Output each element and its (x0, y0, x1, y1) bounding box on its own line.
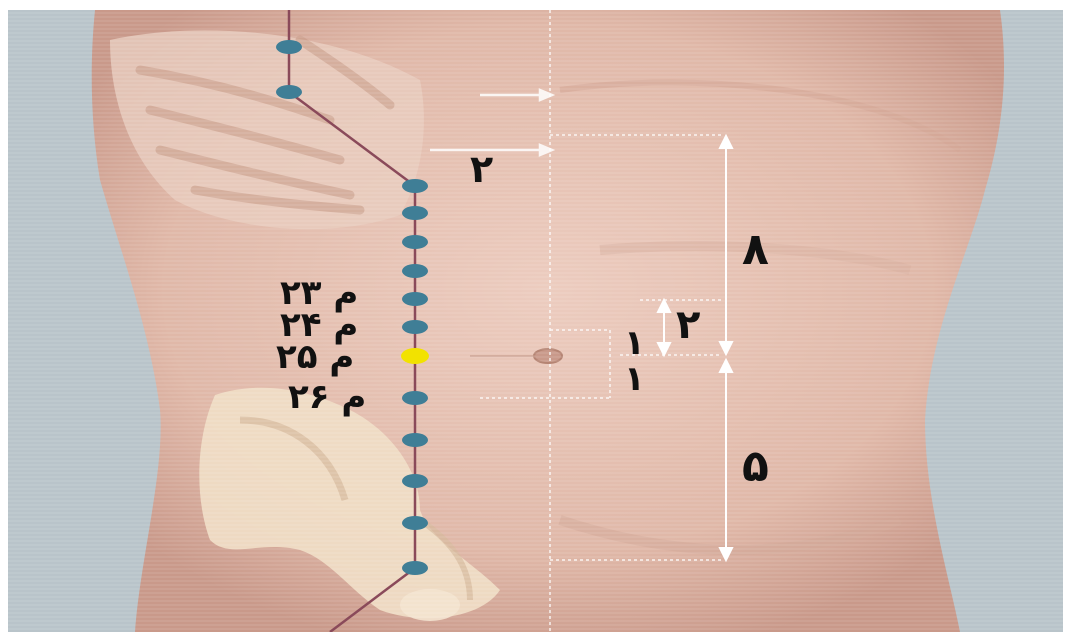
label-cun-5: ۵ (742, 445, 769, 489)
acupoint-marker-icon (402, 320, 428, 334)
label-cun-2-right: ۲ (676, 305, 700, 345)
acupoint-marker-icon (402, 292, 428, 306)
label-cun-1-upper: ۱ (624, 326, 645, 360)
acupoint-marker-icon (402, 264, 428, 278)
acupoint-marker-icon (402, 516, 428, 530)
acupoint-marker-icon (402, 179, 428, 193)
acupoint-marker-icon (402, 206, 428, 220)
label-cun-2-upper: ۲ (470, 150, 493, 188)
highlighted-acupoint-marker-icon (401, 348, 429, 364)
acupoint-marker-icon (276, 40, 302, 54)
acupoint-marker-icon (402, 433, 428, 447)
label-cun-1-lower: ۱ (624, 362, 645, 396)
acupoint-marker-icon (402, 561, 428, 575)
acupoint-marker-icon (402, 391, 428, 405)
acupoint-marker-icon (402, 474, 428, 488)
acupoint-marker-icon (402, 235, 428, 249)
label-point-25: م ۲۵ (276, 340, 354, 374)
label-cun-8: ۸ (742, 228, 769, 272)
label-point-26: م ۲۶ (288, 380, 366, 414)
acupoint-marker-icon (276, 85, 302, 99)
